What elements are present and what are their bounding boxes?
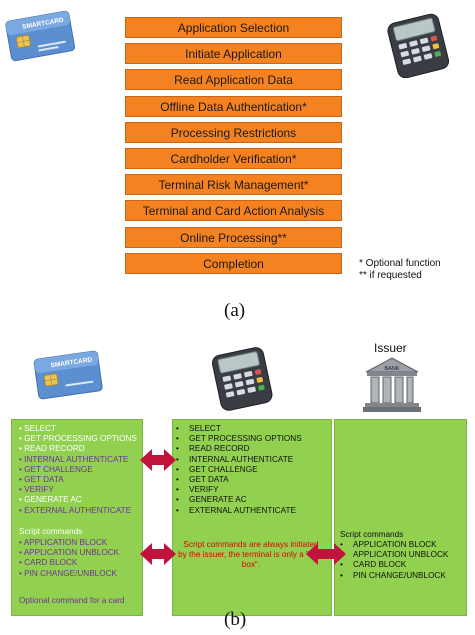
flow-step: Processing Restrictions (125, 121, 342, 143)
payment-terminal-icon (387, 13, 450, 78)
card-script-list: • APPLICATION BLOCK • APPLICATION UNBLOC… (19, 538, 119, 579)
list-item: • EXTERNAL AUTHENTICATE (19, 505, 132, 515)
list-item: • SELECT (19, 424, 56, 433)
list-item: • VERIFY (19, 485, 54, 495)
card-command-list: • SELECT• GET PROCESSING OPTIONS• READ R… (19, 424, 137, 516)
double-arrow-icon (140, 543, 176, 565)
caption-b: (b) (224, 609, 247, 630)
list-item: •PIN CHANGE/UNBLOCK (340, 570, 446, 580)
list-item: • READ RECORD (19, 444, 85, 454)
terminal-command-list: •SELECT•GET PROCESSING OPTIONS•READ RECO… (176, 424, 302, 516)
list-item: • APPLICATION BLOCK (19, 538, 108, 547)
list-item: •GET CHALLENGE (176, 464, 258, 474)
legend-requested: ** if requested (359, 270, 422, 281)
list-item: • INTERNAL AUTHENTICATE (19, 454, 129, 464)
bank-label: BANK (385, 366, 400, 372)
list-item: • PIN CHANGE/UNBLOCK (19, 568, 117, 578)
issuer-label: Issuer (374, 341, 407, 355)
list-item: •APPLICATION UNBLOCK (340, 550, 449, 560)
double-arrow-icon (306, 543, 346, 565)
list-item: •GENERATE AC (176, 495, 247, 505)
card-panel (11, 419, 143, 616)
list-item: • APPLICATION UNBLOCK (19, 548, 120, 558)
list-item: •INTERNAL AUTHENTICATE (176, 454, 294, 464)
issuer-panel (334, 419, 467, 616)
list-item: • CARD BLOCK (19, 558, 78, 568)
optional-command-note: Optional command for a card (19, 596, 125, 605)
list-item: • GENERATE AC (19, 495, 82, 505)
caption-a: (a) (224, 300, 246, 321)
list-item: • GET PROCESSING OPTIONS (19, 434, 137, 444)
flow-step: Terminal Risk Management* (125, 174, 342, 196)
flow-step: Application Selection (125, 17, 342, 38)
smartcard-icon: SMARTCARD (5, 10, 76, 62)
list-item: •APPLICATION BLOCK (340, 540, 437, 549)
smartcard-icon: SMARTCARD (33, 350, 103, 400)
list-item: •SELECT (176, 424, 221, 433)
payment-terminal-icon (211, 347, 273, 411)
issuer-script-list: •APPLICATION BLOCK •APPLICATION UNBLOCK … (340, 540, 448, 581)
issuer-script-title: Script commands (340, 530, 404, 539)
list-item: •GET PROCESSING OPTIONS (176, 434, 302, 444)
flow-step: Terminal and Card Action Analysis (125, 200, 342, 222)
card-script-title: Script commands (19, 527, 83, 536)
flow-step: Read Application Data (125, 69, 342, 91)
double-arrow-icon (140, 449, 176, 471)
flow-step: Cardholder Verification* (125, 148, 342, 169)
list-item: • GET DATA (19, 475, 64, 485)
list-item: •EXTERNAL AUTHENTICATE (176, 505, 296, 515)
list-item: •GET DATA (176, 475, 229, 485)
list-item: •VERIFY (176, 485, 219, 495)
flow-step: Offline Data Authentication* (125, 95, 342, 117)
bank-icon: BANK (363, 357, 421, 412)
list-item: • GET CHALLENGE (19, 464, 93, 474)
flow-step: Online Processing** (125, 226, 342, 248)
terminal-note: Script commands are always initiated by … (178, 540, 324, 569)
list-item: •READ RECORD (176, 444, 250, 454)
legend-optional: * Optional function (359, 258, 441, 269)
flow-step: Completion (125, 252, 342, 274)
terminal-panel (172, 419, 332, 616)
flow-step: Initiate Application (125, 43, 342, 65)
list-item: •CARD BLOCK (340, 560, 407, 570)
